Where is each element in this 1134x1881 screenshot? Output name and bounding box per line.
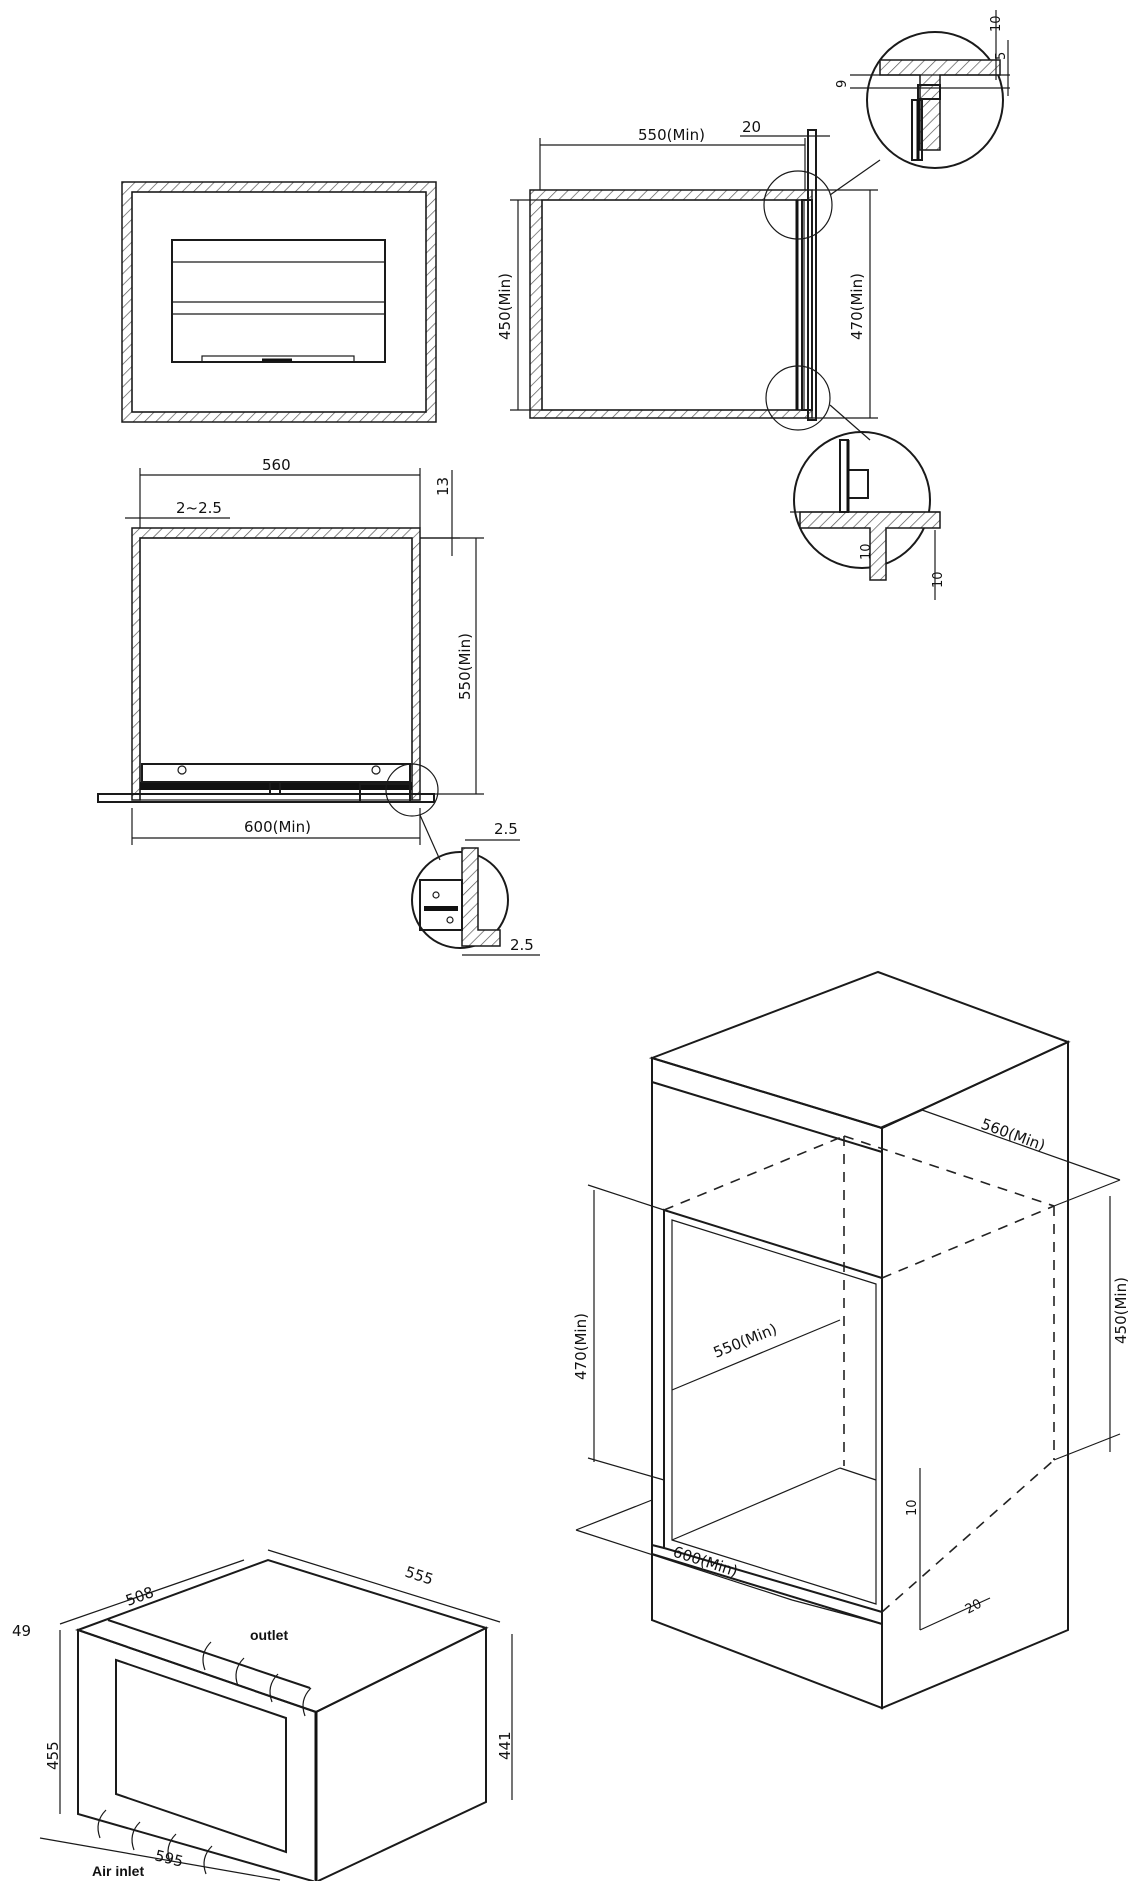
dim-iso-depth: 560(Min): [979, 1115, 1048, 1155]
dim-iso-gap: 10: [905, 1499, 920, 1516]
dim-detail-top-b: 5: [994, 52, 1009, 60]
detail-bottom: 10 10: [790, 431, 946, 600]
dim-side-front: 20: [742, 118, 761, 136]
dim-plan-detail-a: 2.5: [494, 820, 518, 838]
dim-side-height-left: 450(Min): [496, 273, 514, 340]
dim-oven-depth: 508: [123, 1583, 156, 1610]
dim-plan-depth: 550(Min): [456, 633, 474, 700]
air-inlet-label: Air inlet: [92, 1863, 144, 1879]
oven-front: [77, 1628, 317, 1881]
dim-oven-height: 455: [44, 1741, 62, 1770]
dim-detail-top-c: 9: [835, 80, 850, 88]
dim-iso-height-right: 450(Min): [1112, 1277, 1130, 1344]
dim-iso-front: 600(Min): [671, 1543, 740, 1581]
oven-front-panel: [171, 239, 386, 363]
cabinet-top: [648, 970, 1071, 1130]
side-section-view: 550(Min) 20 450(Min) 470(Min) 10 5 9: [496, 10, 1010, 600]
dim-iso-inner-depth: 550(Min): [711, 1320, 780, 1362]
outlet-label: outlet: [250, 1627, 288, 1643]
dim-iso-offset: 20: [963, 1597, 985, 1618]
dim-iso-height-left: 470(Min): [572, 1313, 590, 1380]
dim-detail-bottom-b: 10: [931, 571, 946, 588]
dim-oven-side: 555: [403, 1563, 436, 1589]
dim-plan-detail-b: 2.5: [510, 936, 534, 954]
oven-side: [315, 1626, 487, 1881]
detail-top: 10 5 9: [835, 10, 1010, 169]
dim-oven-body-height: 441: [496, 1731, 514, 1760]
iso-cabinet-view: 560(Min) 450(Min) 470(Min) 550(Min) 600(…: [572, 970, 1130, 1710]
oven-window: [115, 1658, 287, 1854]
detail-plan: 2.5 2.5: [411, 814, 540, 956]
dim-plan-width: 560: [262, 456, 291, 474]
airflow-arrows-outlet: [202, 1641, 312, 1717]
dim-side-height-right: 470(Min): [848, 273, 866, 340]
iso-oven-view: 508 555 49 455 441 outlet Air inlet 595: [12, 1549, 514, 1881]
dim-plan-flange: 13: [434, 477, 452, 496]
dim-plan-front: 600(Min): [244, 818, 311, 836]
cabinet-front: [651, 1056, 883, 1710]
dim-side-depth: 550(Min): [638, 126, 705, 144]
dim-oven-width: 595: [153, 1846, 185, 1870]
airflow-arrows-inlet: [97, 1809, 213, 1875]
dim-oven-front: 49: [12, 1622, 31, 1640]
dim-plan-gap: 2~2.5: [176, 499, 222, 517]
cabinet-base: [97, 793, 435, 803]
plan-view: 560 2~2.5 13 550(Min) 600(Min) 2.5: [97, 456, 540, 956]
front-view: [121, 181, 437, 423]
dim-detail-bottom-a: 10: [859, 543, 874, 560]
